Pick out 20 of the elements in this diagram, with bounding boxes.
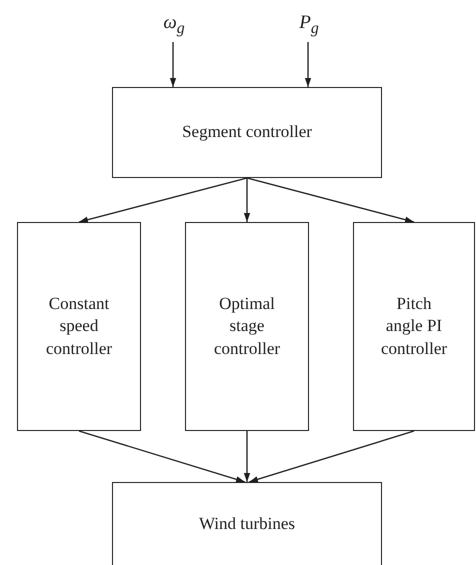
arrow (304, 42, 312, 87)
arrow (248, 430, 414, 483)
arrow (246, 177, 414, 223)
box-label: Pitch angle PI controller (380, 293, 448, 360)
process-box (112, 87, 382, 178)
arrow (78, 177, 248, 223)
box-label: Segment controller (181, 121, 313, 144)
input-variable: P$_{g}$ (299, 10, 319, 39)
arrow (244, 178, 250, 222)
process-box (17, 222, 141, 431)
arrow (170, 42, 176, 87)
process-box (112, 482, 382, 565)
input-variable: ω$_{g}$ (163, 10, 185, 39)
arrow (244, 431, 250, 482)
arrow (78, 430, 246, 483)
box-label: Wind turbines (198, 512, 296, 535)
process-box (353, 222, 475, 431)
box-label: Constant speed controller (44, 293, 114, 360)
process-box (185, 222, 309, 431)
box-label: Optimal stage controller (212, 293, 282, 360)
